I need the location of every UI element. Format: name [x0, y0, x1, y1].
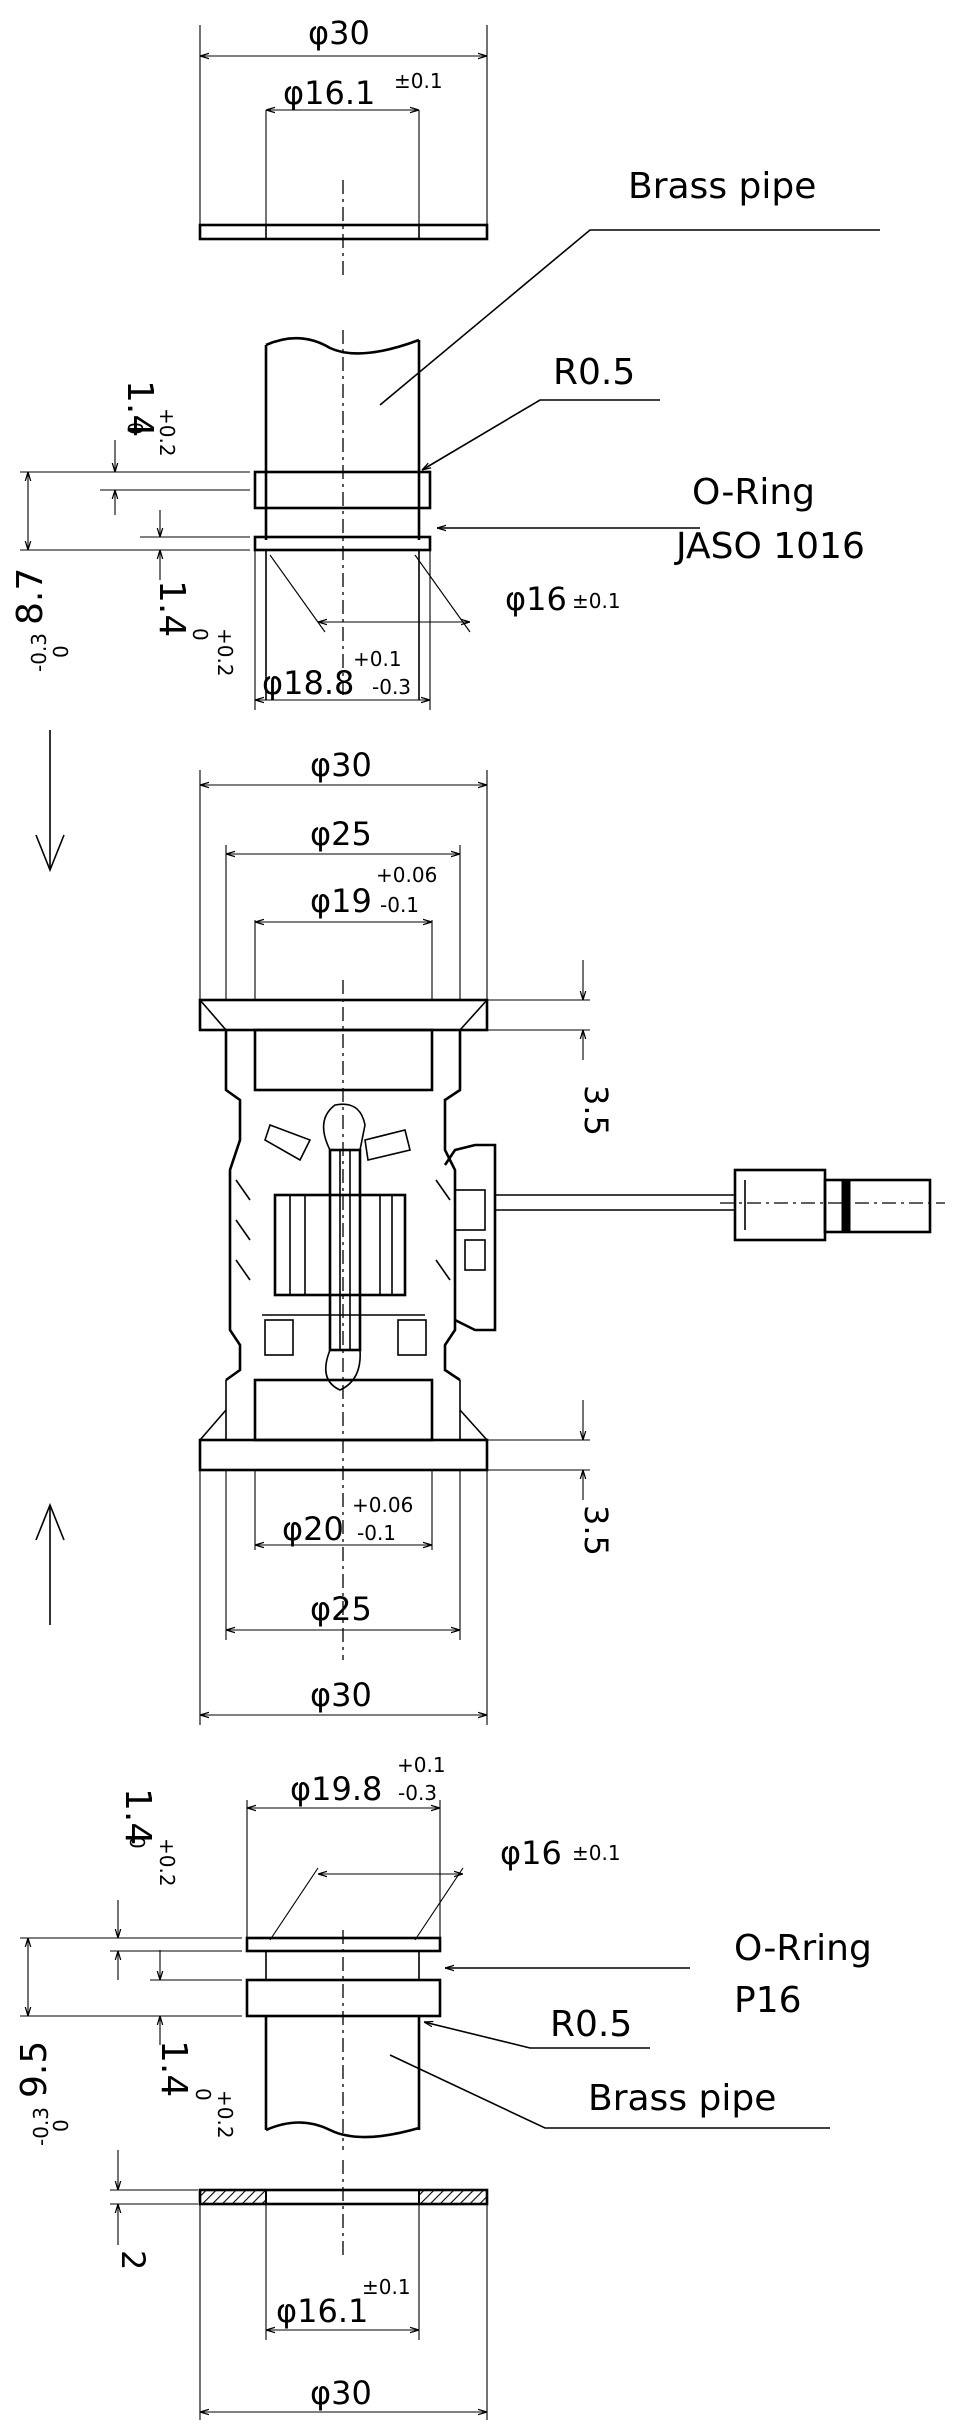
svg-text:-0.3: -0.3 [27, 633, 51, 672]
dim-8-7: 8.7 [10, 568, 51, 625]
svg-text:+0.06: +0.06 [376, 863, 437, 887]
dim-d30-top: φ30 [308, 14, 370, 52]
dim-d25-body-bottom: φ25 [310, 1590, 372, 1628]
svg-text:+0.2: +0.2 [213, 2090, 237, 2139]
dim-d16-top: φ16 [505, 580, 567, 618]
dim-9-5: 9.5 [14, 2041, 55, 2098]
label-r05-top: R0.5 [553, 352, 635, 393]
svg-text:0: 0 [123, 422, 147, 435]
label-brass-pipe-top: Brass pipe [628, 166, 816, 207]
svg-text:-0.1: -0.1 [380, 893, 419, 917]
label-oring-bottom-2: P16 [734, 1980, 802, 2021]
dim-1-4-a: 1.4 [119, 380, 160, 437]
svg-text:-0.3: -0.3 [398, 1781, 437, 1805]
dim-d19-8: φ19.8 [290, 1770, 382, 1808]
dim-d18-8: φ18.8 [262, 664, 354, 702]
label-oring-top-1: O-Ring [692, 472, 815, 513]
tol-top-washer: ±0.1 [394, 69, 443, 93]
bottom-washer-view: 2 φ16.1 ±0.1 φ30 [110, 2150, 489, 2420]
dim-2: 2 [114, 2250, 152, 2270]
svg-text:-0.3: -0.3 [372, 675, 411, 699]
dim-3-5-bottom: 3.5 [577, 1505, 615, 1556]
svg-text:+0.2: +0.2 [213, 628, 237, 677]
svg-text:±0.1: ±0.1 [362, 2275, 411, 2299]
svg-text:+0.1: +0.1 [397, 1753, 446, 1777]
dim-d16-bottom: φ16 [500, 1834, 562, 1872]
svg-text:0: 0 [188, 628, 212, 641]
top-oring-groove [253, 470, 432, 510]
svg-text:+0.1: +0.1 [353, 647, 402, 671]
svg-text:0: 0 [49, 645, 73, 658]
svg-text:-0.3: -0.3 [29, 2107, 53, 2146]
top-washer-view: φ30 φ16.1 ±0.1 [198, 14, 489, 280]
svg-text:±0.1: ±0.1 [572, 589, 621, 613]
svg-text:0: 0 [49, 2119, 73, 2132]
svg-text:±0.1: ±0.1 [572, 1841, 621, 1865]
top-pipe-flare [253, 535, 432, 552]
svg-text:+0.2: +0.2 [155, 408, 179, 457]
svg-text:0: 0 [125, 1836, 149, 1849]
dim-d16-1-top: φ16.1 [283, 74, 375, 112]
label-brass-pipe-bottom: Brass pipe [588, 2078, 776, 2119]
dim-d30-body-bottom: φ30 [310, 1676, 372, 1714]
svg-text:+0.2: +0.2 [155, 1838, 179, 1887]
sensor-body-view: φ30 φ25 +0.06 φ19 -0.1 [198, 746, 945, 1725]
label-oring-bottom-1: O-Rring [734, 1928, 872, 1969]
dim-3-5-top: 3.5 [577, 1085, 615, 1136]
label-oring-top-2: JASO 1016 [674, 526, 865, 567]
dim-d30-body-top: φ30 [310, 746, 372, 784]
dim-1-4-d: 1.4 [153, 2040, 194, 2097]
leader-brass-pipe-top [379, 229, 880, 406]
label-r05-bottom: R0.5 [550, 2004, 632, 2045]
svg-text:-0.1: -0.1 [357, 1521, 396, 1545]
dim-d19: φ19 [310, 882, 372, 920]
svg-text:0: 0 [191, 2088, 215, 2101]
flow-arrow-up [35, 1502, 65, 1625]
dim-1-4-c: 1.4 [117, 1788, 158, 1845]
bottom-pipe-view: +0.1 φ19.8 -0.3 φ16 ±0.1 O-Rring P16 R0.… [14, 1753, 872, 2150]
dim-d30-bottom: φ30 [310, 2374, 372, 2412]
dim-d20: φ20 [282, 1510, 344, 1548]
flow-arrow-down [35, 730, 65, 873]
svg-text:+0.06: +0.06 [352, 1493, 413, 1517]
dim-d25-body-top: φ25 [310, 815, 372, 853]
connector-plug [733, 1168, 827, 1242]
top-pipe-view: Brass pipe R0.5 O-Ring JASO 1016 1.4 0 +… [10, 166, 880, 710]
dim-d16-1-bottom: φ16.1 [276, 2292, 368, 2330]
rotor-shaft [328, 1148, 362, 1352]
dim-1-4-b: 1.4 [151, 580, 192, 637]
